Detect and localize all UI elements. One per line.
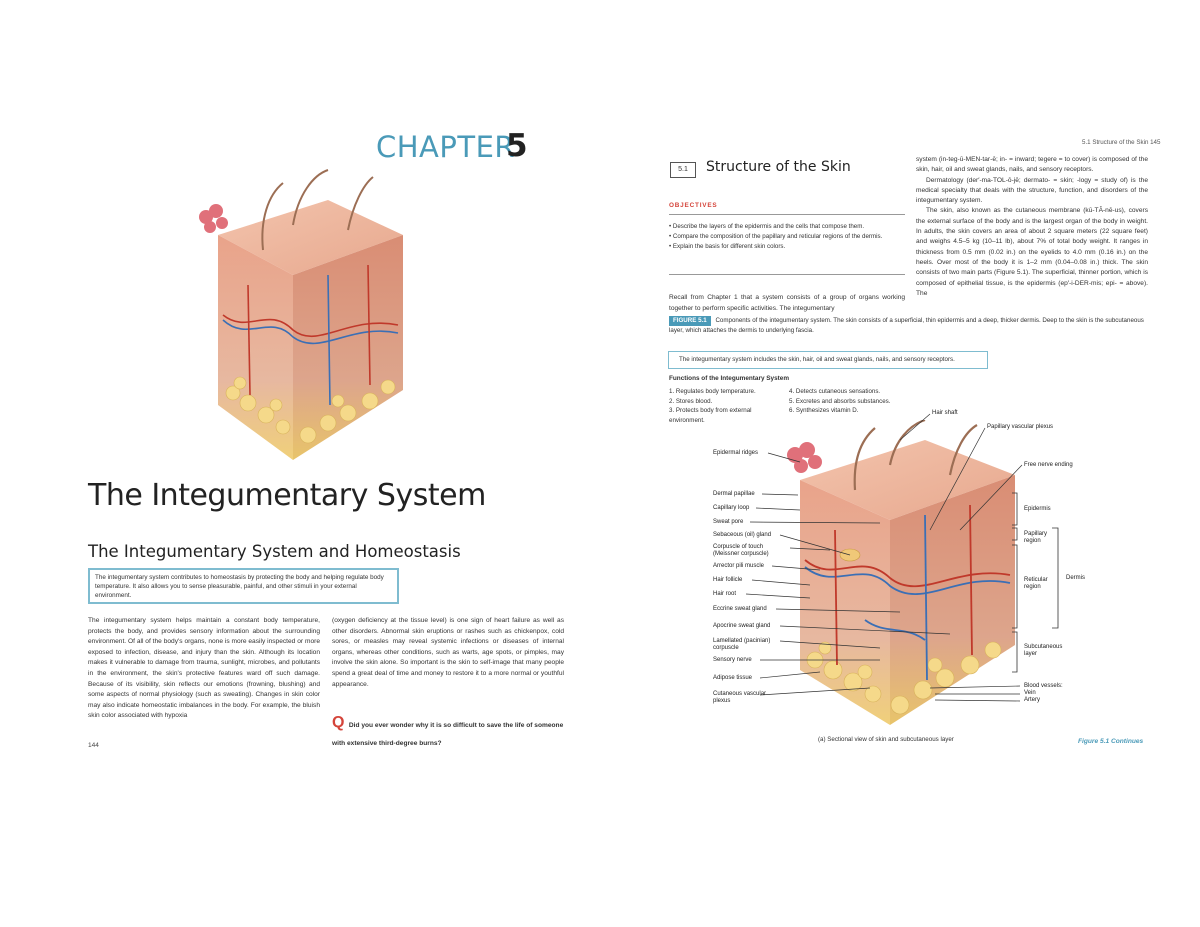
functions-heading: Functions of the Integumentary System xyxy=(669,375,790,382)
label-capillary-loop: Capillary loop xyxy=(713,505,750,511)
objective-item: • Compare the composition of the papilla… xyxy=(669,232,883,240)
objectives-heading: OBJECTIVES xyxy=(669,202,718,209)
label-papillary-region: Papillary region xyxy=(1024,531,1048,545)
label-sebaceous-gland: Sebaceous (oil) gland xyxy=(713,532,772,538)
objectives-list: • Describe the layers of the epidermis a… xyxy=(669,222,905,251)
divider xyxy=(669,214,905,215)
objective-item: • Describe the layers of the epidermis a… xyxy=(669,223,865,230)
chapter-word: CHAPTER xyxy=(376,130,516,164)
label-artery: Artery xyxy=(1024,697,1041,703)
question-block: Q Did you ever wonder why it is so diffi… xyxy=(332,714,564,750)
figure-caption-text: Components of the integumentary system. … xyxy=(669,317,1144,334)
function-item: 5. Excretes and absorbs substances. xyxy=(789,397,891,405)
label-dermal-papillae: Dermal papillae xyxy=(713,491,755,497)
body-column-1: The integumentary system helps maintain … xyxy=(88,617,320,720)
label-epidermal-ridges: Epidermal ridges xyxy=(713,450,759,456)
right-column-text: system (in-teg-ū-MEN-tar-ē; in- = inward… xyxy=(916,155,1148,299)
recall-text: Recall from Chapter 1 that a system cons… xyxy=(669,294,905,312)
paragraph: system (in-teg-ū-MEN-tar-ē; in- = inward… xyxy=(916,156,1148,174)
objective-item: • Explain the basis for different skin c… xyxy=(669,242,786,250)
chapter-number: 5 xyxy=(506,128,528,164)
label-eccrine-gland: Eccrine sweat gland xyxy=(713,606,767,612)
section-heading: The Integumentary System and Homeostasis xyxy=(88,542,461,561)
section-number-badge: 5.1 xyxy=(670,162,696,178)
label-blood-vessels: Blood vessels: xyxy=(1024,683,1063,689)
label-arrector-pili: Arrector pili muscle xyxy=(713,563,765,569)
page-number-left: 144 xyxy=(88,742,99,749)
divider xyxy=(669,274,905,275)
intro-box: The integumentary system contributes to … xyxy=(88,568,399,604)
label-reticular-region: Reticular region xyxy=(1024,577,1048,591)
label-lamellated-corpuscle: Lamellated (pacinian) corpuscle xyxy=(713,638,771,652)
figure-skin-illustration xyxy=(787,420,1015,725)
figure-subcaption: (a) Sectional view of skin and subcutane… xyxy=(818,736,954,743)
label-sweat-pore: Sweat pore xyxy=(713,519,744,525)
running-head: 5.1 Structure of the Skin 145 xyxy=(1082,139,1161,146)
functions-list-left: 1. Regulates body temperature. 2. Stores… xyxy=(669,387,787,425)
section-title: Structure of the Skin xyxy=(706,159,851,175)
function-item: 2. Stores blood. xyxy=(669,397,713,405)
label-subcutaneous-layer: Subcutaneous layer xyxy=(1024,644,1063,658)
label-apocrine-gland: Apocrine sweat gland xyxy=(713,623,771,629)
figure-caption: FIGURE 5.1 Components of the integumenta… xyxy=(669,316,1149,335)
paragraph: Dermatology (der′-ma-TOL-ō-jē; dermato- … xyxy=(916,176,1148,205)
label-vein: Vein xyxy=(1024,690,1036,696)
paragraph: The skin, also known as the cutaneous me… xyxy=(916,207,1148,297)
label-adipose-tissue: Adipose tissue xyxy=(713,675,753,681)
label-cutaneous-plexus: Cutaneous vascular plexus xyxy=(713,691,767,705)
body-column-2: (oxygen deficiency at the tissue level) … xyxy=(332,617,564,688)
label-corpuscle-of-touch: Corpuscle of touch (Meissner corpuscle) xyxy=(713,544,769,558)
function-item: 4. Detects cutaneous sensations. xyxy=(789,388,881,395)
label-hair-root: Hair root xyxy=(713,591,737,597)
function-item: 6. Synthesizes vitamin D. xyxy=(789,407,859,415)
chapter-skin-illustration xyxy=(199,169,403,460)
label-hair-follicle: Hair follicle xyxy=(713,577,743,583)
question-text: Did you ever wonder why it is so difficu… xyxy=(332,722,564,747)
label-epidermis: Epidermis xyxy=(1024,506,1051,512)
question-marker: Q xyxy=(332,714,345,731)
chapter-title: The Integumentary System xyxy=(88,478,486,513)
label-hair-shaft: Hair shaft xyxy=(932,410,958,416)
label-sensory-nerve: Sensory nerve xyxy=(713,657,752,663)
label-free-nerve-ending: Free nerve ending xyxy=(1024,462,1073,468)
figure-key-box: The integumentary system includes the sk… xyxy=(668,351,988,369)
figure-continues: Figure 5.1 Continues xyxy=(1078,738,1144,745)
label-dermis: Dermis xyxy=(1066,575,1085,581)
function-item: 3. Protects body from external environme… xyxy=(669,407,752,424)
function-item: 1. Regulates body temperature. xyxy=(669,388,756,395)
label-papillary-plexus: Papillary vascular plexus xyxy=(987,424,1054,430)
functions-list-right: 4. Detects cutaneous sensations. 5. Excr… xyxy=(789,387,919,416)
figure-label: FIGURE 5.1 xyxy=(669,316,711,326)
